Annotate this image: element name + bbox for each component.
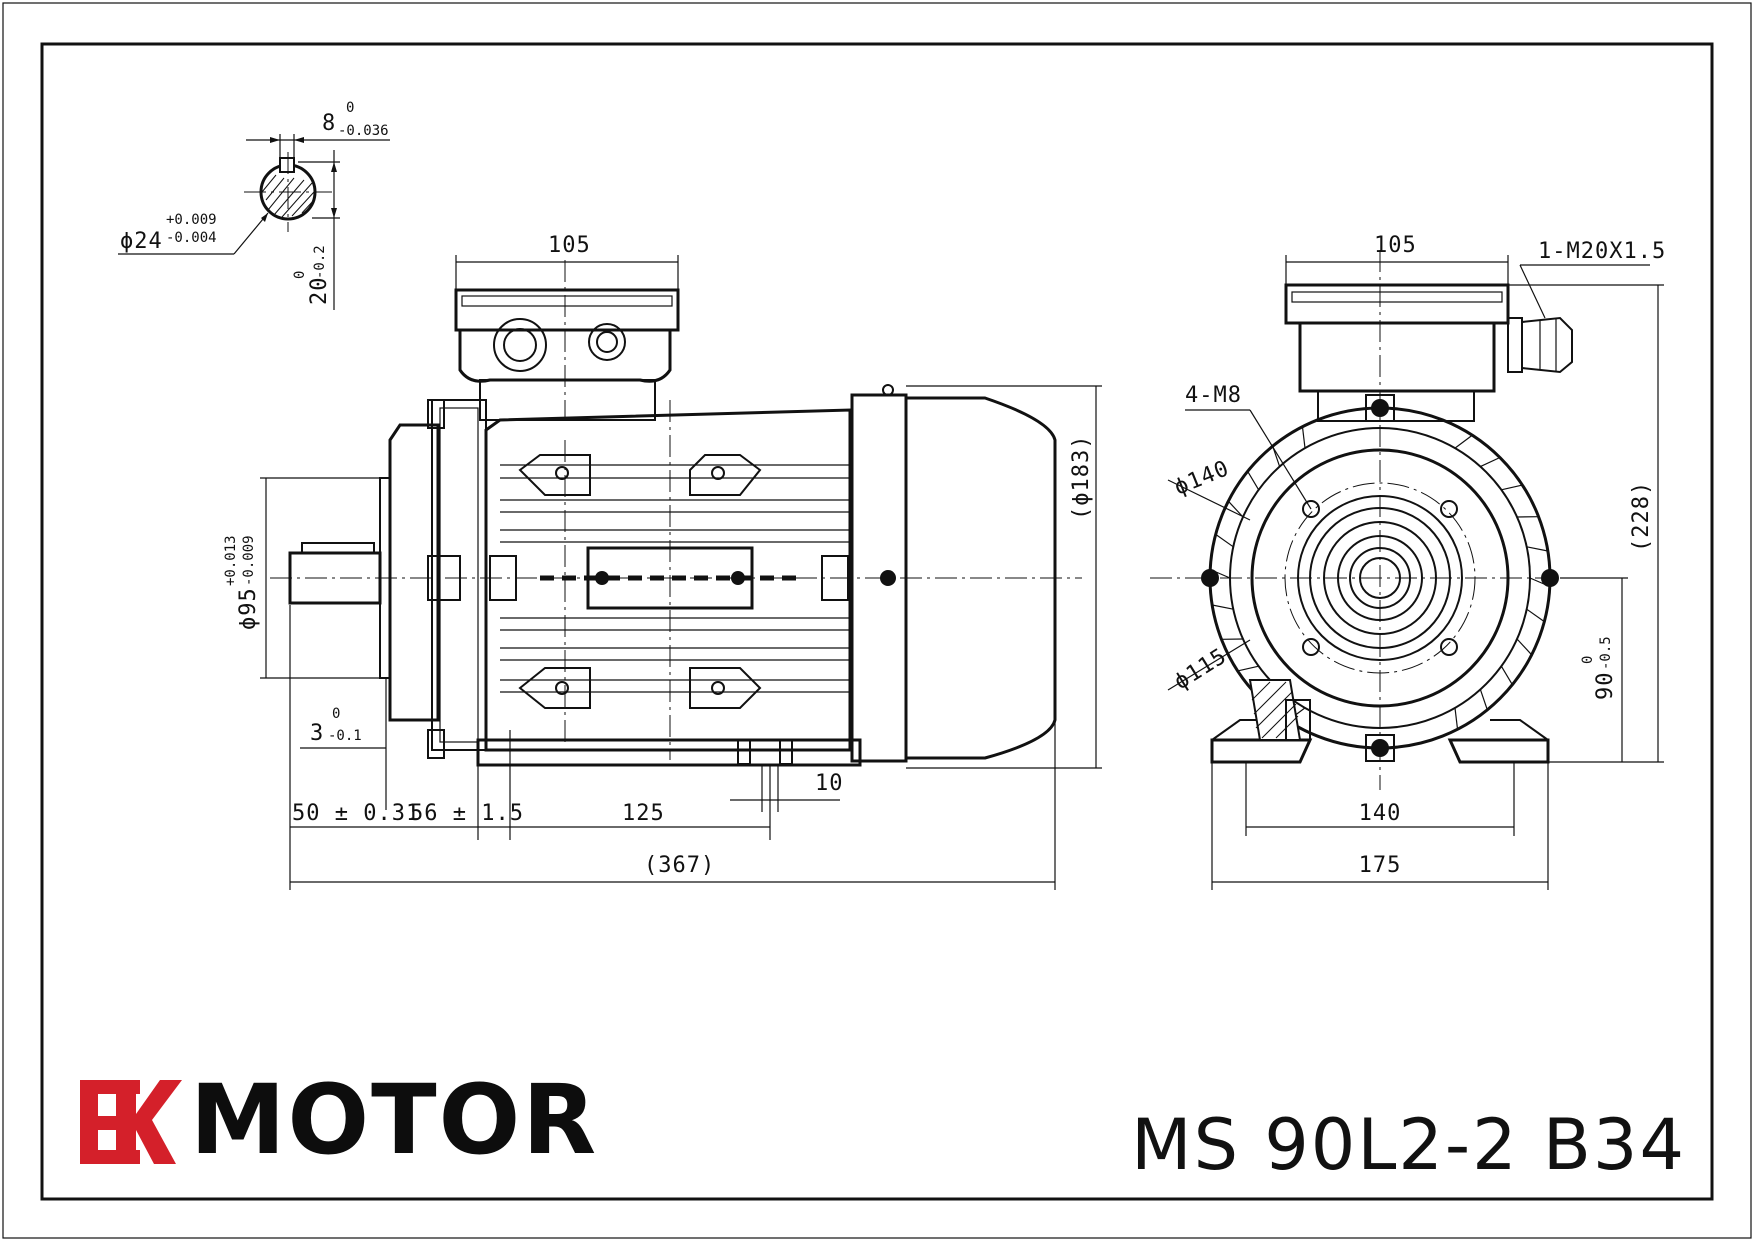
cooling-fin xyxy=(1480,456,1501,468)
cooling-fin xyxy=(1247,471,1260,491)
cooling-fin xyxy=(1501,484,1523,491)
inner-border xyxy=(40,42,1714,1201)
shaft-dia-label: ϕ24 xyxy=(120,229,163,254)
spigot-depth-tol-lower: -0.1 xyxy=(328,728,362,744)
key-depth-tol-lower: -0.2 xyxy=(312,245,328,279)
foot-spacing-label: 125 xyxy=(622,801,665,826)
flange-spigot-tol-lower: -0.009 xyxy=(241,535,257,586)
key-width-tol-upper: 0 xyxy=(346,100,354,116)
cooling-fin xyxy=(1212,604,1234,610)
side-terminal-box-width: 105 xyxy=(548,233,591,258)
overall-height-label: (228) xyxy=(1629,481,1654,552)
flange-spigot-tol-upper: +0.013 xyxy=(223,535,239,586)
shaft-length-label: 50 ± 0.31 xyxy=(292,801,420,826)
front-terminal-box-width: 105 xyxy=(1374,233,1417,258)
brand-name: MOTOR xyxy=(190,1064,599,1176)
cooling-fin xyxy=(1479,689,1488,711)
cooling-fin xyxy=(1500,665,1513,685)
shaft-key-detail xyxy=(118,134,390,310)
key-width-tol-lower: -0.036 xyxy=(338,123,389,139)
overall-length-label: (367) xyxy=(644,853,715,878)
shaft-height-tol-lower: -0.5 xyxy=(1598,636,1614,670)
shaft-height-tol-upper: 0 xyxy=(1580,656,1596,664)
cooling-fin xyxy=(1516,638,1533,656)
cooling-fin xyxy=(1237,665,1259,672)
shaft-to-foot-label: 56 ± 1.5 xyxy=(410,801,524,826)
cooling-fin xyxy=(1526,546,1548,552)
shaft-dia-tol-upper: +0.009 xyxy=(166,212,217,228)
key-depth-label: 20 xyxy=(307,277,332,306)
shaft-dia-tol-lower: -0.004 xyxy=(166,230,217,246)
model-number: MS 90L2-2 B34 xyxy=(1131,1104,1686,1186)
ek-logo xyxy=(80,1080,182,1164)
motor-side-view xyxy=(270,260,1082,767)
foot-hole-spacing-label: 140 xyxy=(1359,801,1402,826)
cooling-fin xyxy=(1454,707,1459,730)
flange-holes-label: 4-M8 xyxy=(1185,383,1242,408)
shaft-height-label: 90 xyxy=(1593,672,1618,701)
motor-front-view xyxy=(1150,250,1620,790)
pitch-circle-inner-label: ϕ115 xyxy=(1170,644,1232,695)
cooling-fin xyxy=(1215,533,1234,548)
side-view-dimensions xyxy=(260,255,1102,890)
front-view-dimensions xyxy=(1167,255,1664,890)
fan-cover-dia-label: (ϕ183) xyxy=(1069,435,1094,520)
cooling-fin xyxy=(1454,434,1473,449)
key-depth-tol-upper: 0 xyxy=(292,271,308,279)
cooling-fin xyxy=(1526,608,1545,623)
flange-spigot-label: ϕ95 xyxy=(236,587,261,630)
spigot-depth-tol-upper: 0 xyxy=(332,706,340,722)
key-width-label: 8 xyxy=(322,111,336,136)
cooling-fin xyxy=(1227,500,1244,518)
foot-hole-label: 10 xyxy=(815,771,844,796)
spigot-depth-label: 3 xyxy=(310,721,324,746)
pitch-circle-outer-label: ϕ140 xyxy=(1171,456,1233,501)
cable-gland-label: 1-M20X1.5 xyxy=(1538,239,1666,264)
cooling-fin xyxy=(1301,426,1306,449)
foot-width-label: 175 xyxy=(1359,853,1402,878)
